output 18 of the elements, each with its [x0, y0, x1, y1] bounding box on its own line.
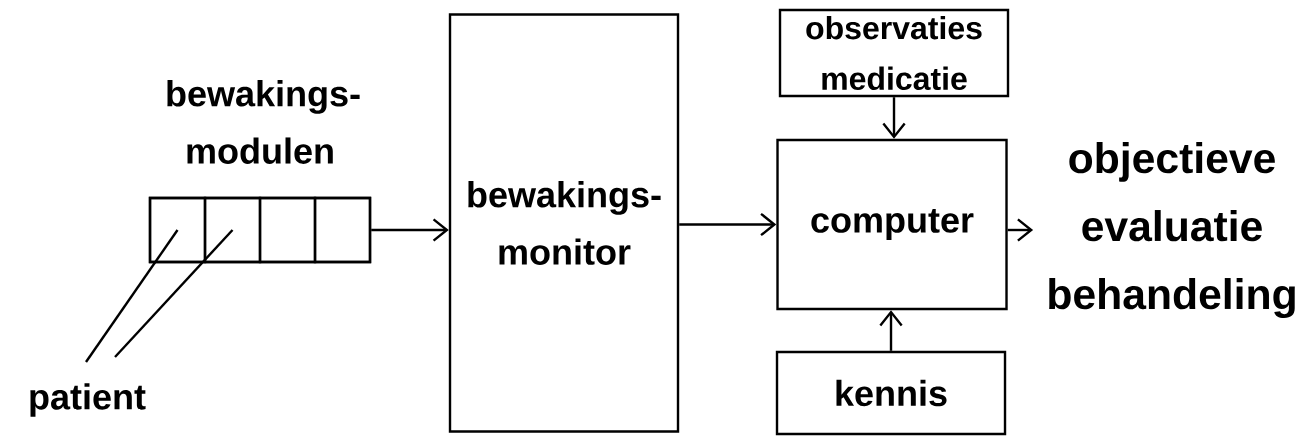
computer-box: computer: [776, 138, 1008, 311]
arrow: [879, 310, 903, 351]
module-cell: [258, 196, 317, 264]
arrow: [882, 97, 906, 139]
module-heading: bewakings- modulen: [167, 80, 360, 164]
patient-label: patient: [30, 383, 146, 417]
knowledge-box: kennis: [775, 350, 1007, 436]
module-cell: [148, 196, 207, 264]
output-text: objectieve evaluatie behandeling: [1049, 142, 1295, 318]
module-cell: [203, 196, 262, 264]
leader-line: [114, 229, 234, 358]
monitor-box: bewakings- monitor: [448, 13, 680, 433]
arrow: [1007, 218, 1034, 242]
module-cell: [313, 196, 372, 264]
leader-line: [85, 229, 179, 363]
arrow: [679, 212, 777, 237]
arrow: [371, 218, 449, 242]
input-box: observaties medicatie: [778, 8, 1010, 98]
